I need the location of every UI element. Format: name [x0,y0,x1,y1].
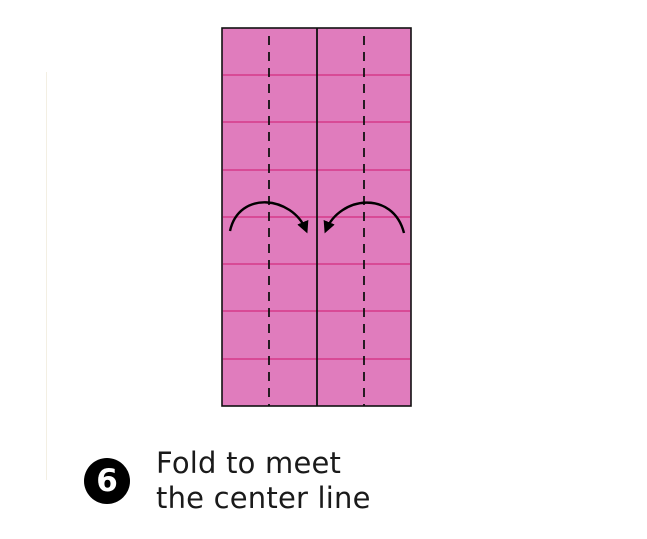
step-instruction: Fold to meet the center line [156,446,371,516]
curved-arrow-left-icon [323,201,406,234]
step-number-badge: 6 [84,458,130,504]
left-margin-rule [46,72,47,480]
curved-arrow-right-icon [228,201,309,234]
instruction-line-1: Fold to meet [156,446,342,480]
instruction-line-2: the center line [156,481,371,515]
